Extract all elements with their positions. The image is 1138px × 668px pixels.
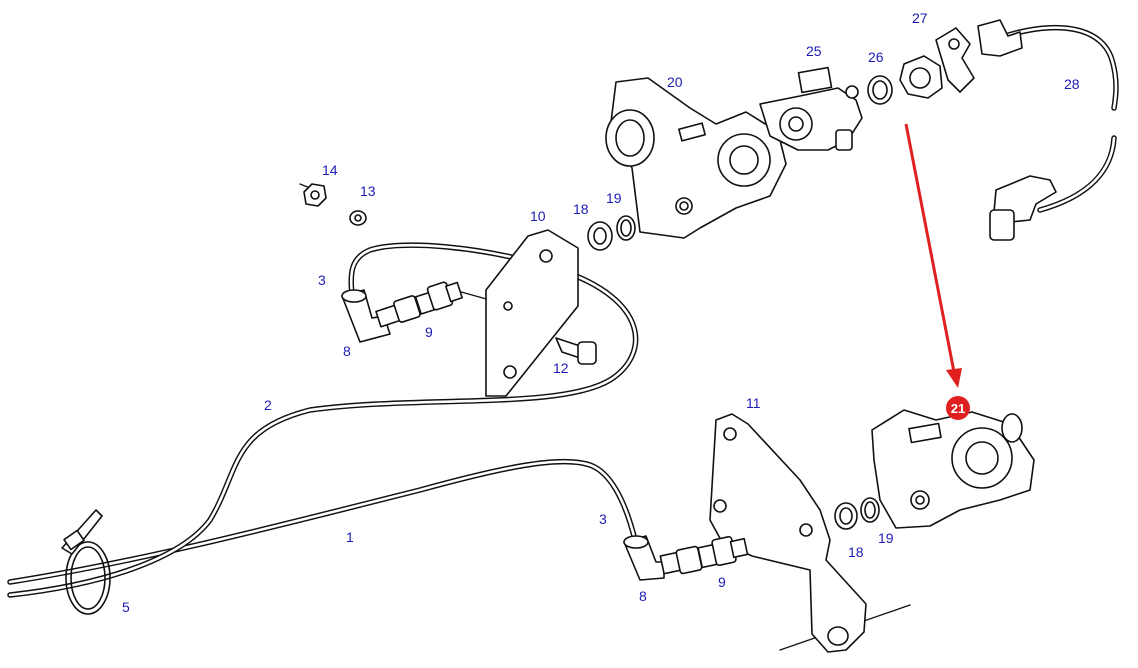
- elbow-fitting-8-lower: [623, 535, 665, 581]
- callout-10: 10: [530, 208, 546, 224]
- pipe-1: [7, 458, 638, 585]
- callout-2: 2: [264, 397, 272, 413]
- bolt-12: [555, 337, 597, 365]
- callout-14: 14: [322, 162, 338, 178]
- callout-9-upper: 9: [425, 324, 433, 340]
- pipe-2: [7, 242, 639, 598]
- seal-19-upper: [616, 215, 636, 241]
- callout-11: 11: [746, 395, 761, 411]
- callout-labels: 1 2 3 3 5 8 8 9 9 10 11 12 13 14 18 18 1…: [122, 10, 1080, 615]
- fitting-27: [899, 27, 975, 99]
- callout-12: 12: [553, 360, 569, 376]
- callout-3-lower: 3: [599, 511, 607, 527]
- union-9-lower: [659, 535, 749, 575]
- callout-9-lower: 9: [718, 574, 726, 590]
- badge-circle: [946, 396, 970, 420]
- seal-19-lower: [860, 497, 880, 523]
- callout-1: 1: [346, 529, 354, 545]
- callout-28: 28: [1064, 76, 1080, 92]
- callout-19-lower: 19: [878, 530, 894, 546]
- highlight-badge-21[interactable]: 21: [946, 396, 970, 420]
- highlight-arrow: [904, 123, 962, 388]
- callout-8-lower: 8: [639, 588, 647, 604]
- seal-18-lower: [834, 502, 858, 530]
- valve-25: [759, 66, 863, 151]
- callout-5: 5: [122, 599, 130, 615]
- bracket-11: [709, 413, 867, 653]
- seal-26: [867, 75, 893, 105]
- cable-tie-5: [61, 509, 111, 615]
- union-9-upper: [375, 281, 463, 328]
- coupling-head-21: [871, 409, 1035, 529]
- bracket-plate-10: [485, 229, 579, 397]
- arrow-shaft: [904, 123, 956, 373]
- callout-27: 27: [912, 10, 928, 26]
- callout-8-upper: 8: [343, 343, 351, 359]
- callout-18-upper: 18: [573, 201, 589, 217]
- callout-20: 20: [667, 74, 683, 90]
- coupling-head-20: [605, 77, 787, 239]
- hose-28: [977, 19, 1119, 241]
- callout-19-upper: 19: [606, 190, 622, 206]
- nut-14: [303, 183, 327, 207]
- callout-25: 25: [806, 43, 822, 59]
- callout-18-lower: 18: [848, 544, 864, 560]
- arrow-head: [946, 368, 962, 388]
- washer-13: [349, 210, 367, 226]
- badge-label: 21: [951, 401, 965, 416]
- callout-3-upper: 3: [318, 272, 326, 288]
- seal-18-upper: [587, 221, 613, 251]
- callout-26: 26: [868, 49, 884, 65]
- callout-13: 13: [360, 183, 376, 199]
